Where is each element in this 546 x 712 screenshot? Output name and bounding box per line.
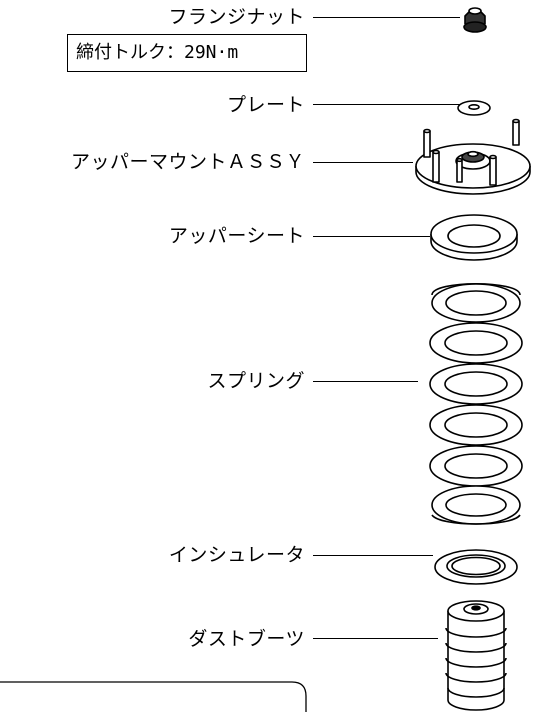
leader-dust-boot — [313, 638, 438, 639]
label-insulator: インシュレータ — [168, 544, 305, 566]
leader-spring — [313, 381, 418, 382]
torque-spec-box: 締付トルク：29N·m — [67, 34, 307, 72]
insulator-part — [434, 549, 518, 585]
leader-flange-nut — [313, 17, 460, 18]
spring-part — [429, 283, 523, 525]
label-plate: プレート — [226, 94, 305, 116]
plate-part — [457, 100, 491, 116]
leader-upper-mount — [313, 162, 413, 163]
label-upper-seat: アッパーシート — [168, 225, 305, 247]
leader-plate — [313, 104, 460, 105]
dust-boot-part — [445, 600, 507, 711]
leader-insulator — [313, 555, 433, 556]
label-flange-nut: フランジナット — [168, 6, 305, 28]
note-frame-edge — [0, 681, 307, 712]
upper-mount-part — [415, 118, 531, 195]
label-dust-boot: ダストブーツ — [188, 628, 305, 650]
upper-seat-part — [430, 214, 518, 261]
label-spring: スプリング — [207, 370, 305, 392]
label-upper-mount: アッパーマウントＡＳＳＹ — [70, 151, 305, 173]
torque-spec-text: 締付トルク：29N·m — [76, 42, 239, 63]
flange-nut-part — [463, 7, 487, 33]
leader-upper-seat — [313, 236, 430, 237]
